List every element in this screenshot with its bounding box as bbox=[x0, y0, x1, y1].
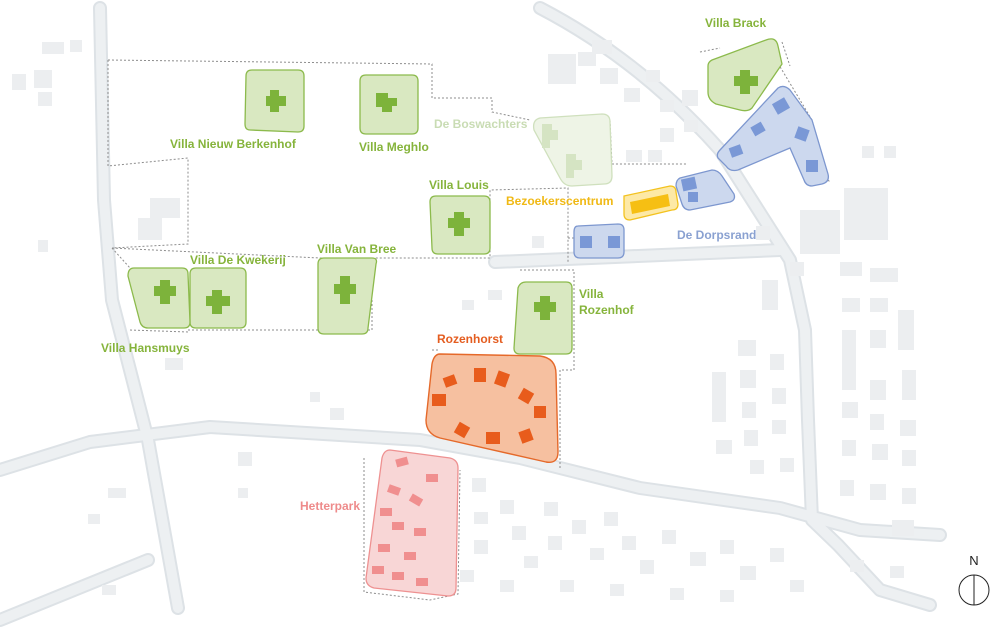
de-boswachters-parcel[interactable] bbox=[532, 113, 613, 187]
label-villa-de-kwekerij: Villa De Kwekerij bbox=[190, 253, 286, 267]
house-icon bbox=[608, 236, 620, 248]
villa-brack-parcel[interactable] bbox=[707, 38, 783, 112]
house-icon bbox=[688, 192, 698, 202]
label-rozenhorst: Rozenhorst bbox=[437, 332, 503, 346]
hetterpark-parcel[interactable] bbox=[365, 449, 459, 597]
house-icon bbox=[771, 97, 791, 115]
road-surface bbox=[0, 3, 945, 625]
house-icon bbox=[426, 474, 438, 482]
label-bezoekerscentrum: Bezoekerscentrum bbox=[506, 194, 614, 208]
house-icon bbox=[154, 280, 176, 304]
house-icon bbox=[750, 121, 766, 137]
house-icon bbox=[380, 508, 392, 516]
label-hetterpark: Hetterpark bbox=[300, 499, 361, 513]
de-dorpsrand-parcels[interactable] bbox=[573, 85, 830, 259]
house-icon bbox=[448, 212, 470, 236]
house-icon bbox=[728, 144, 744, 158]
label-villa-van-bree: Villa Van Bree bbox=[317, 242, 397, 256]
villa-louis-parcel[interactable] bbox=[429, 195, 491, 255]
house-icon bbox=[518, 428, 534, 444]
house-icon bbox=[566, 154, 582, 178]
house-icon bbox=[474, 368, 486, 382]
house-icon bbox=[794, 126, 810, 142]
rozenhorst-parcel[interactable] bbox=[425, 353, 559, 463]
house-icon bbox=[206, 290, 230, 314]
house-icon bbox=[534, 406, 546, 418]
house-icon bbox=[493, 370, 511, 388]
label-de-dorpsrand: De Dorpsrand bbox=[677, 228, 757, 242]
house-icon bbox=[414, 528, 426, 536]
house-icon bbox=[416, 578, 428, 586]
bezoekerscentrum-parcel[interactable] bbox=[623, 185, 679, 221]
villa-de-kwekerij-parcel[interactable] bbox=[189, 267, 247, 329]
villa-rozenhof-parcel[interactable] bbox=[513, 281, 573, 355]
villa-meghlo-parcel[interactable] bbox=[359, 74, 419, 135]
villa-hansmuys-parcel[interactable] bbox=[127, 267, 191, 329]
house-icon bbox=[386, 484, 402, 496]
visitor-building bbox=[630, 194, 670, 214]
house-icon bbox=[404, 552, 416, 560]
house-icon bbox=[395, 456, 409, 468]
label-villa-meghlo: Villa Meghlo bbox=[359, 140, 429, 154]
label-villa-nieuw-berkenhof: Villa Nieuw Berkenhof bbox=[170, 137, 296, 151]
house-icon bbox=[806, 160, 818, 172]
house-icon bbox=[680, 176, 698, 192]
house-icon bbox=[376, 93, 397, 112]
house-icon bbox=[442, 374, 458, 388]
north-label: N bbox=[969, 553, 979, 568]
label-villa-brack: Villa Brack bbox=[705, 16, 767, 30]
house-icon bbox=[392, 572, 404, 580]
label-villa-hansmuys: Villa Hansmuys bbox=[101, 341, 190, 355]
house-icon bbox=[266, 90, 286, 112]
house-icon bbox=[453, 421, 471, 439]
house-icon bbox=[542, 124, 558, 148]
house-icon bbox=[372, 566, 384, 574]
house-icon bbox=[580, 236, 592, 248]
label-de-boswachters: De Boswachters bbox=[434, 117, 528, 131]
label-villa-louis: Villa Louis bbox=[429, 178, 489, 192]
house-icon bbox=[534, 296, 556, 320]
house-icon bbox=[408, 493, 424, 507]
context-buildings bbox=[12, 40, 916, 602]
house-icon bbox=[734, 70, 758, 94]
villa-nieuw-berkenhof-parcel[interactable] bbox=[244, 69, 305, 133]
villa-van-bree-parcel[interactable] bbox=[317, 257, 378, 335]
house-icon bbox=[392, 522, 404, 530]
north-arrow-icon bbox=[958, 574, 990, 606]
house-icon bbox=[517, 387, 535, 405]
house-icon bbox=[486, 432, 500, 444]
house-icon bbox=[334, 276, 356, 304]
house-icon bbox=[432, 394, 446, 406]
house-icon bbox=[378, 544, 390, 552]
label-villa-rozenhof: Villa Rozenhof bbox=[579, 287, 634, 317]
